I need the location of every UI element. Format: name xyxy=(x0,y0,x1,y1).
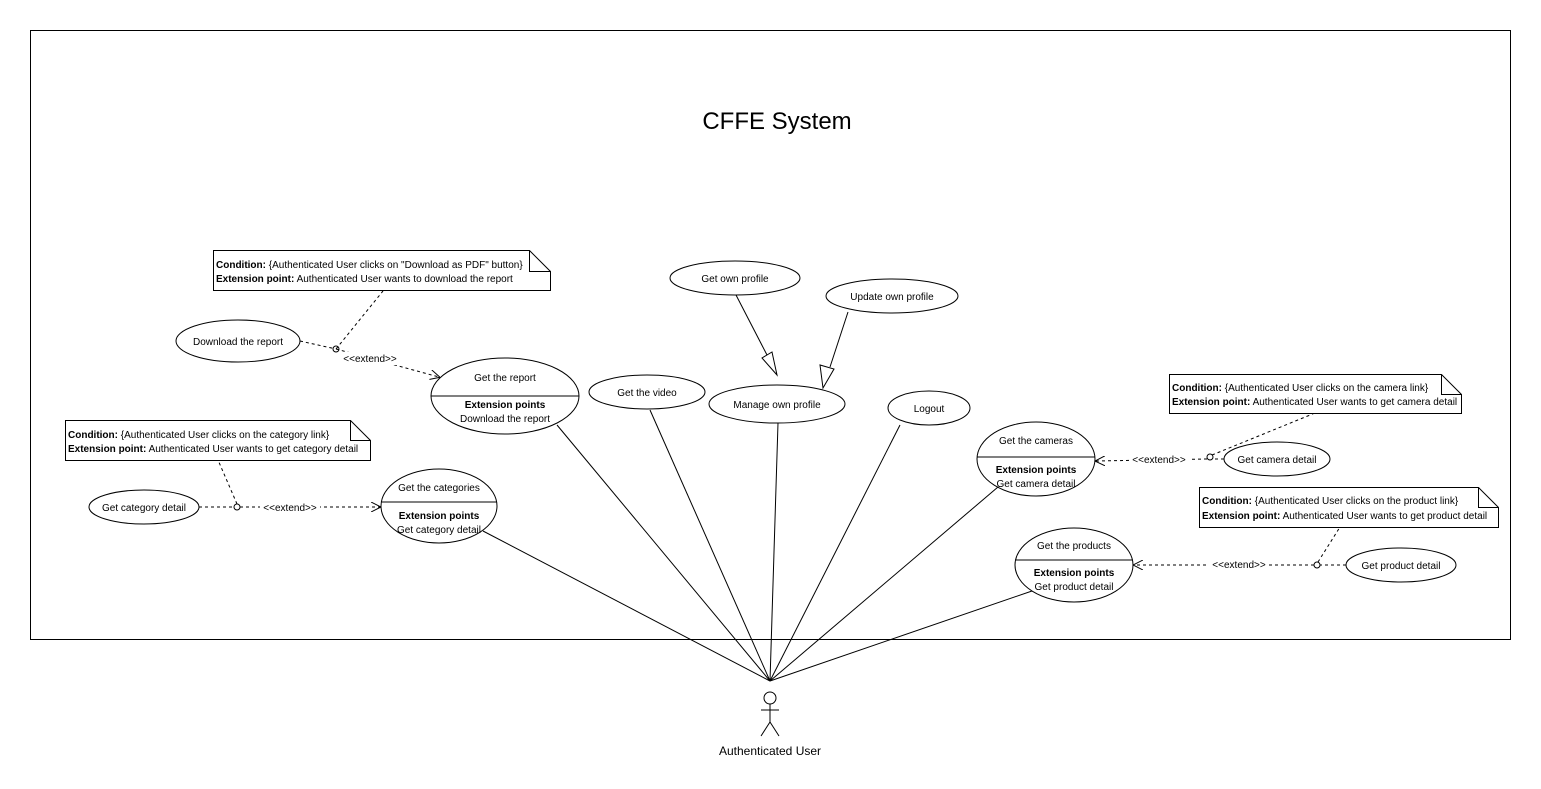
extend-category: <<extend>> xyxy=(199,459,380,514)
use-case-label: Get the products xyxy=(1037,541,1111,552)
note-extension-point-label: Extension point: xyxy=(1202,511,1280,522)
note-report: Condition: {Authenticated User clicks on… xyxy=(213,250,551,291)
svg-text:Condition: {Authenticate: Condition: {Authenticated User clicks on… xyxy=(68,430,330,441)
note-extension-point-text: Authenticated User wants to get product … xyxy=(1283,511,1488,522)
extension-point-value: Get category detail xyxy=(397,525,481,536)
note-extension-point-label: Extension point: xyxy=(68,444,146,455)
svg-text:Extension point: Authent: Extension point: Authenticated User want… xyxy=(68,444,358,455)
use-case-label: Get product detail xyxy=(1362,561,1441,572)
association-line xyxy=(482,530,771,682)
extension-point-value: Download the report xyxy=(460,414,550,425)
association-line xyxy=(556,424,771,682)
note-camera: Condition: {Authenticated User clicks on… xyxy=(1169,374,1462,414)
use-case-label: Get the video xyxy=(617,388,677,399)
use-case-label: Get camera detail xyxy=(1238,455,1317,466)
note-condition-label: Condition: xyxy=(216,260,266,271)
note-extension-point-text: Authenticated User wants to download the… xyxy=(297,274,513,285)
note-product: Condition: {Authenticated User clicks on… xyxy=(1199,487,1499,528)
use-case-logout[interactable]: Logout xyxy=(887,390,971,426)
use-case-label: Download the report xyxy=(193,337,283,348)
use-case-label: Get the report xyxy=(474,373,536,384)
extension-points-label: Extension points xyxy=(1034,568,1115,579)
generalizations xyxy=(735,294,849,390)
extension-point-value: Get product detail xyxy=(1035,582,1114,593)
extend-report: <<extend>> xyxy=(299,290,439,377)
actor-label: Authenticated User xyxy=(719,744,821,758)
association-line xyxy=(769,590,1033,682)
note-extension-point-text: Authenticated User wants to get category… xyxy=(149,444,359,455)
use-case-download-the-report[interactable]: Download the report xyxy=(175,319,301,363)
generalization-arrowhead xyxy=(761,351,778,377)
note-condition-text: {Authenticated User clicks on the catego… xyxy=(121,430,330,441)
use-case-get-product-detail[interactable]: Get product detail xyxy=(1345,547,1457,583)
use-case-get-the-categories[interactable]: Get the categories Extension points Get … xyxy=(380,468,498,544)
generalization-arrowhead xyxy=(819,364,835,390)
note-condition-label: Condition: xyxy=(1202,496,1252,507)
svg-text:Extension point: Authent: Extension point: Authenticated User want… xyxy=(1172,397,1457,408)
extension-points-label: Extension points xyxy=(996,465,1077,476)
use-case-label: Manage own profile xyxy=(733,400,821,411)
note-category: Condition: {Authenticated User clicks on… xyxy=(65,420,371,461)
note-condition-text: {Authenticated User clicks on the produc… xyxy=(1255,496,1459,507)
use-case-get-camera-detail[interactable]: Get camera detail xyxy=(1223,441,1331,477)
extend-label: <<extend>> xyxy=(263,503,317,514)
extend-label: <<extend>> xyxy=(1212,560,1266,571)
use-case-get-category-detail[interactable]: Get category detail xyxy=(88,489,200,525)
use-case-label: Get own profile xyxy=(701,274,769,285)
svg-text:Condition: {Authenticate: Condition: {Authenticated User clicks on… xyxy=(1202,496,1459,507)
association-line xyxy=(769,424,901,682)
note-condition-text: {Authenticated User clicks on "Download … xyxy=(269,260,524,271)
svg-text:Condition: {Authenticate: Condition: {Authenticated User clicks on… xyxy=(216,260,523,271)
note-condition-label: Condition: xyxy=(1172,383,1222,394)
note-extension-point-text: Authenticated User wants to get camera d… xyxy=(1253,397,1458,408)
note-extension-point-label: Extension point: xyxy=(216,274,294,285)
extend-label: <<extend>> xyxy=(343,354,397,365)
use-case-get-the-products[interactable]: Get the products Extension points Get pr… xyxy=(1014,527,1134,603)
use-case-label: Update own profile xyxy=(850,292,934,303)
use-case-get-the-cameras[interactable]: Get the cameras Extension points Get cam… xyxy=(976,421,1096,497)
use-case-label: Get category detail xyxy=(102,503,186,514)
svg-text:Condition: {Authenticate: Condition: {Authenticated User clicks on… xyxy=(1172,383,1429,394)
use-case-label: Get the cameras xyxy=(999,436,1073,447)
use-case-label: Logout xyxy=(914,404,945,415)
generalization-line xyxy=(829,311,849,368)
associations xyxy=(482,409,1033,682)
extension-point-value: Get camera detail xyxy=(997,479,1076,490)
svg-text:Extension point: Authent: Extension point: Authenticated User want… xyxy=(216,274,513,285)
association-line xyxy=(769,486,999,682)
svg-text:Extension point: Authent: Extension point: Authenticated User want… xyxy=(1202,511,1487,522)
association-line xyxy=(769,422,779,682)
use-case-manage-own-profile[interactable]: Manage own profile xyxy=(708,384,846,424)
use-case-get-own-profile[interactable]: Get own profile xyxy=(669,260,801,296)
note-condition-text: {Authenticated User clicks on the camera… xyxy=(1225,383,1429,394)
system-title: CFFE System xyxy=(702,108,851,135)
use-case-update-own-profile[interactable]: Update own profile xyxy=(825,278,959,314)
use-case-label: Get the categories xyxy=(398,483,480,494)
actor-authenticated-user[interactable]: Authenticated User xyxy=(719,691,821,758)
extend-product: <<extend>> xyxy=(1134,526,1346,571)
association-line xyxy=(649,409,771,682)
use-case-get-the-video[interactable]: Get the video xyxy=(588,374,706,410)
extension-points-label: Extension points xyxy=(465,400,546,411)
generalization-line xyxy=(735,294,768,356)
note-condition-label: Condition: xyxy=(68,430,118,441)
extend-camera: <<extend>> xyxy=(1096,412,1316,466)
extension-points-label: Extension points xyxy=(399,511,480,522)
use-case-get-the-report[interactable]: Get the report Extension points Download… xyxy=(430,357,580,435)
extend-label: <<extend>> xyxy=(1132,455,1186,466)
note-extension-point-label: Extension point: xyxy=(1172,397,1250,408)
